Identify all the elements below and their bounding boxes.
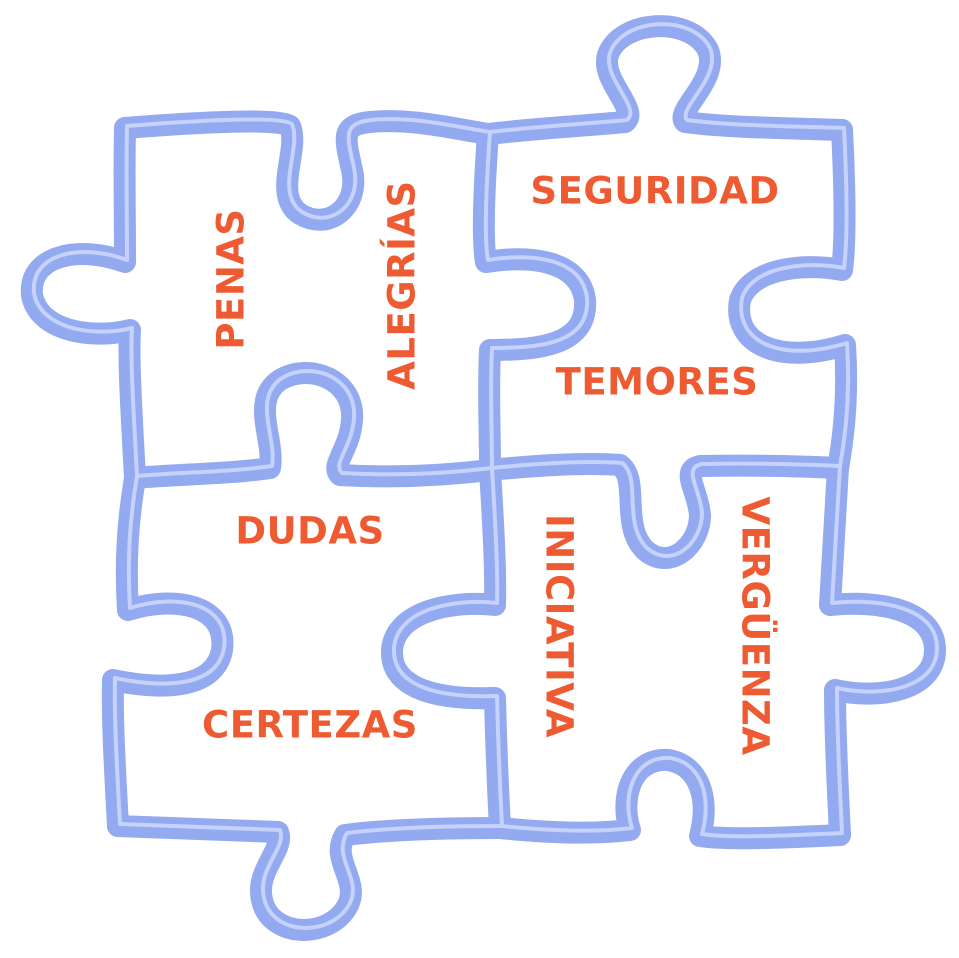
divider-horizontal-right-sketch [490, 459, 842, 558]
word-alegrias: ALEGRÍAS [380, 180, 424, 390]
divider-vertical-bottom-sketch [391, 466, 504, 828]
word-temores: TEMORES [555, 360, 759, 404]
edge-left-top-sketch [31, 124, 139, 478]
word-certezas: CERTEZAS [202, 703, 418, 747]
word-seguridad: SEGURIDAD [530, 169, 780, 213]
word-verguenza: VERGÜENZA [733, 496, 777, 756]
edge-left-bottom-sketch [112, 474, 227, 826]
edge-top-right-sketch [488, 22, 846, 134]
edge-top-left [114, 110, 499, 231]
edge-bottom-left [107, 815, 511, 941]
word-dudas: DUDAS [235, 509, 385, 553]
divider-vertical-bottom [381, 459, 511, 839]
word-penas: PENAS [209, 208, 253, 350]
edge-right-top-sketch [739, 126, 851, 468]
edge-right-bottom [819, 457, 946, 846]
edge-bottom-right-sketch [500, 755, 844, 839]
divider-vertical-top [472, 123, 597, 481]
edge-right-bottom-sketch [830, 464, 939, 835]
edge-top-left-sketch [125, 117, 492, 220]
word-iniciativa: INICIATIVA [537, 514, 581, 738]
divider-vertical-top-sketch [483, 130, 590, 470]
edge-bottom-right [489, 749, 851, 850]
divider-horizontal-left-sketch [135, 369, 494, 478]
edge-top-right [477, 15, 853, 145]
edge-left-top [20, 117, 146, 489]
edge-bottom-left-sketch [118, 822, 504, 930]
divider-horizontal-left [124, 362, 501, 489]
